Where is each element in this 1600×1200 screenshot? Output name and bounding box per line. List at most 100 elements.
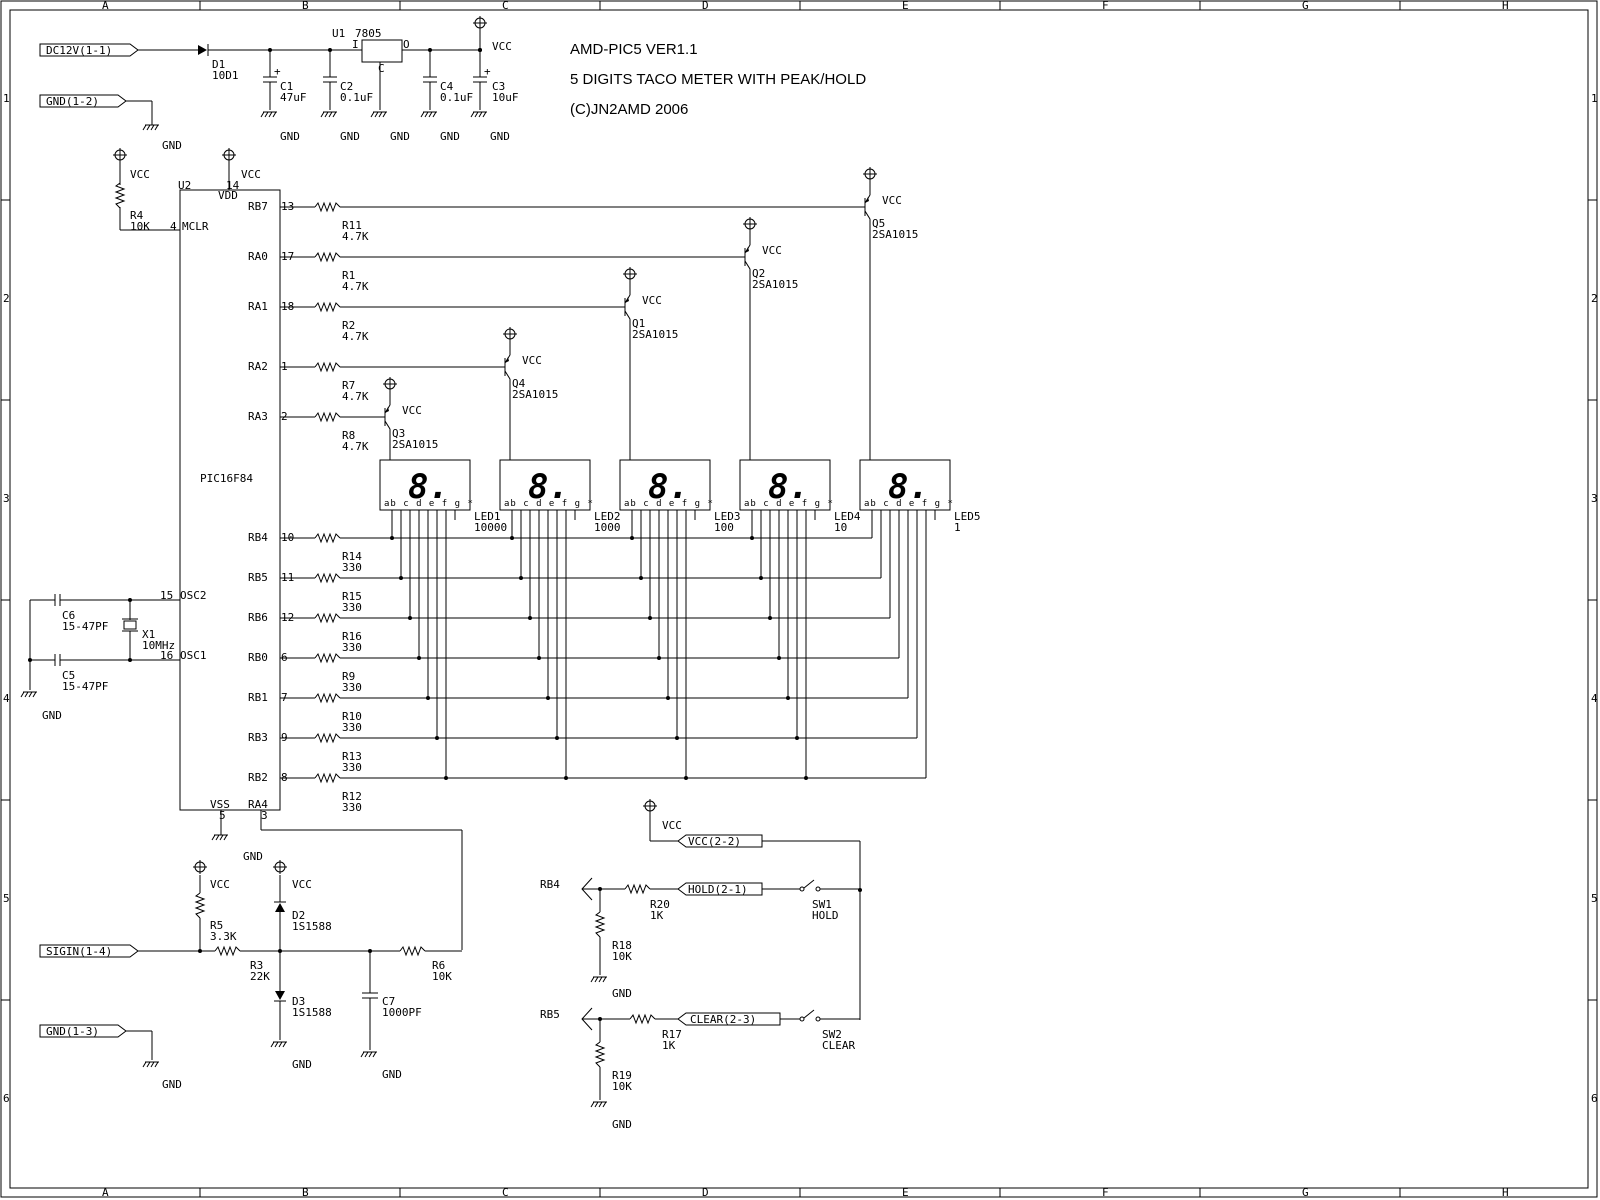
row-label-left: 5 bbox=[3, 892, 10, 905]
title-block: AMD-PIC5 VER1.1 5 DIGITS TACO METER WITH… bbox=[570, 41, 866, 118]
led-digit-glyph: 8. bbox=[408, 467, 449, 507]
pin-name: RB1 bbox=[248, 691, 268, 704]
gnd-hatch bbox=[478, 111, 483, 118]
svg-text:X1: X1 bbox=[142, 628, 155, 641]
gnd-hatch bbox=[382, 111, 387, 118]
col-label-bottom: B bbox=[302, 1186, 309, 1199]
emitter-arrow bbox=[385, 407, 389, 413]
svg-text:47uF: 47uF bbox=[280, 91, 307, 104]
vcc-symbol bbox=[743, 217, 757, 231]
junction-dot bbox=[519, 576, 523, 580]
resistor-symbol bbox=[194, 892, 206, 919]
gnd-symbol bbox=[211, 834, 228, 841]
resistor-symbol bbox=[314, 201, 341, 213]
svg-text:C3: C3 bbox=[492, 80, 505, 93]
led-ref: LED1 bbox=[474, 510, 501, 523]
resistor-symbol bbox=[314, 772, 341, 784]
svg-text:GND: GND bbox=[42, 709, 62, 722]
gnd-hatch bbox=[332, 111, 337, 118]
junction-dot bbox=[417, 656, 421, 660]
col-label-top: D bbox=[702, 0, 709, 12]
resistor-symbol bbox=[629, 1013, 656, 1025]
gnd-hatch bbox=[154, 1061, 159, 1068]
svg-text:SW1: SW1 bbox=[812, 898, 832, 911]
junction-dot bbox=[639, 576, 643, 580]
transistor-value: 2SA1015 bbox=[632, 328, 678, 341]
col-label-top: C bbox=[502, 0, 509, 12]
svg-text:MCLR: MCLR bbox=[182, 220, 209, 233]
emitter-arrow bbox=[505, 357, 509, 363]
junction-dot bbox=[795, 736, 799, 740]
transistor-ref: Q3 bbox=[392, 427, 405, 440]
gnd-hatch bbox=[602, 976, 607, 983]
signal-input: SIGIN(1-4) VCC R5 3.3K R3 22K R6 10K VCC… bbox=[39, 875, 462, 1091]
resistor-ref: R8 bbox=[342, 429, 355, 442]
svg-text:C6: C6 bbox=[62, 609, 75, 622]
resistor-symbol bbox=[314, 692, 341, 704]
svg-text:RB5: RB5 bbox=[540, 1008, 560, 1021]
svg-text:22K: 22K bbox=[250, 970, 270, 983]
switch-section: VCC VCC(2-2) RB4 HOLD(2-1) R20 1K R18 bbox=[540, 810, 862, 1131]
svg-text:DC12V(1-1): DC12V(1-1) bbox=[46, 44, 112, 57]
capacitor-c2: C2 0.1uF GND bbox=[340, 80, 373, 143]
gnd-hatch bbox=[282, 1041, 287, 1048]
gnd-hatch bbox=[28, 691, 33, 698]
gnd-symbol bbox=[260, 111, 277, 118]
resistor-symbol bbox=[594, 1041, 606, 1068]
row-label-right: 1 bbox=[1591, 92, 1598, 105]
col-label-bottom: D bbox=[702, 1186, 709, 1199]
led-ref: LED2 bbox=[594, 510, 621, 523]
svg-text:D2: D2 bbox=[292, 909, 305, 922]
led-ref: LED5 bbox=[954, 510, 981, 523]
gnd-hatch bbox=[364, 1051, 369, 1058]
led-digit-glyph: 8. bbox=[648, 467, 689, 507]
junction-dot bbox=[390, 536, 394, 540]
resistor-ref: R12 bbox=[342, 790, 362, 803]
svg-text:GND: GND bbox=[382, 1068, 402, 1081]
mclr-pullup: VCC R4 10K bbox=[119, 160, 180, 233]
resistor-value: 4.7K bbox=[342, 230, 369, 243]
gnd-hatch bbox=[598, 976, 603, 983]
svg-text:CLEAR(2-3): CLEAR(2-3) bbox=[690, 1013, 756, 1026]
row-label-left: 2 bbox=[3, 292, 10, 305]
gnd-hatch bbox=[378, 111, 383, 118]
led-body bbox=[859, 459, 951, 511]
svg-text:GND: GND bbox=[280, 130, 300, 143]
regulator-u1: U1 7805 I O C bbox=[332, 27, 410, 110]
svg-text:C4: C4 bbox=[440, 80, 454, 93]
resistor-value: 330 bbox=[342, 561, 362, 574]
gnd-symbol bbox=[590, 976, 607, 983]
gnd-hatch bbox=[154, 124, 159, 131]
svg-text:5: 5 bbox=[219, 809, 226, 822]
junction-dot bbox=[546, 696, 550, 700]
junction-dot bbox=[777, 656, 781, 660]
resistor-value: 330 bbox=[342, 641, 362, 654]
svg-text:R3: R3 bbox=[250, 959, 263, 972]
resistor-value: 330 bbox=[342, 801, 362, 814]
power-supply: DC12V(1-1) D1 10D1 U1 7805 I O C GND(1-2… bbox=[39, 27, 656, 1068]
gnd-hatch bbox=[219, 834, 224, 841]
svg-text:1K: 1K bbox=[650, 909, 664, 922]
vcc-symbol bbox=[643, 799, 657, 813]
junction-dot bbox=[666, 696, 670, 700]
svg-text:VCC: VCC bbox=[662, 819, 682, 832]
junction-dot bbox=[675, 736, 679, 740]
gnd-hatch bbox=[370, 111, 375, 118]
title-line-1: AMD-PIC5 VER1.1 bbox=[570, 41, 698, 58]
oscillator: C6 15-47PF X1 10MHz C5 15-47PF GND bbox=[28, 594, 180, 722]
svg-text:GND: GND bbox=[440, 130, 460, 143]
svg-text:3.3K: 3.3K bbox=[210, 930, 237, 943]
svg-text:15-47PF: 15-47PF bbox=[62, 620, 108, 633]
junction-dot bbox=[630, 536, 634, 540]
row-label-right: 2 bbox=[1591, 292, 1598, 305]
svg-text:10K: 10K bbox=[432, 970, 452, 983]
capacitor-c4: C4 0.1uF GND bbox=[440, 80, 473, 143]
col-label-top: H bbox=[1502, 0, 1509, 12]
svg-text:10uF: 10uF bbox=[492, 91, 519, 104]
led-pin-labels: ab c d e f g * bbox=[384, 499, 474, 509]
led-pin-labels: ab c d e f g * bbox=[744, 499, 834, 509]
